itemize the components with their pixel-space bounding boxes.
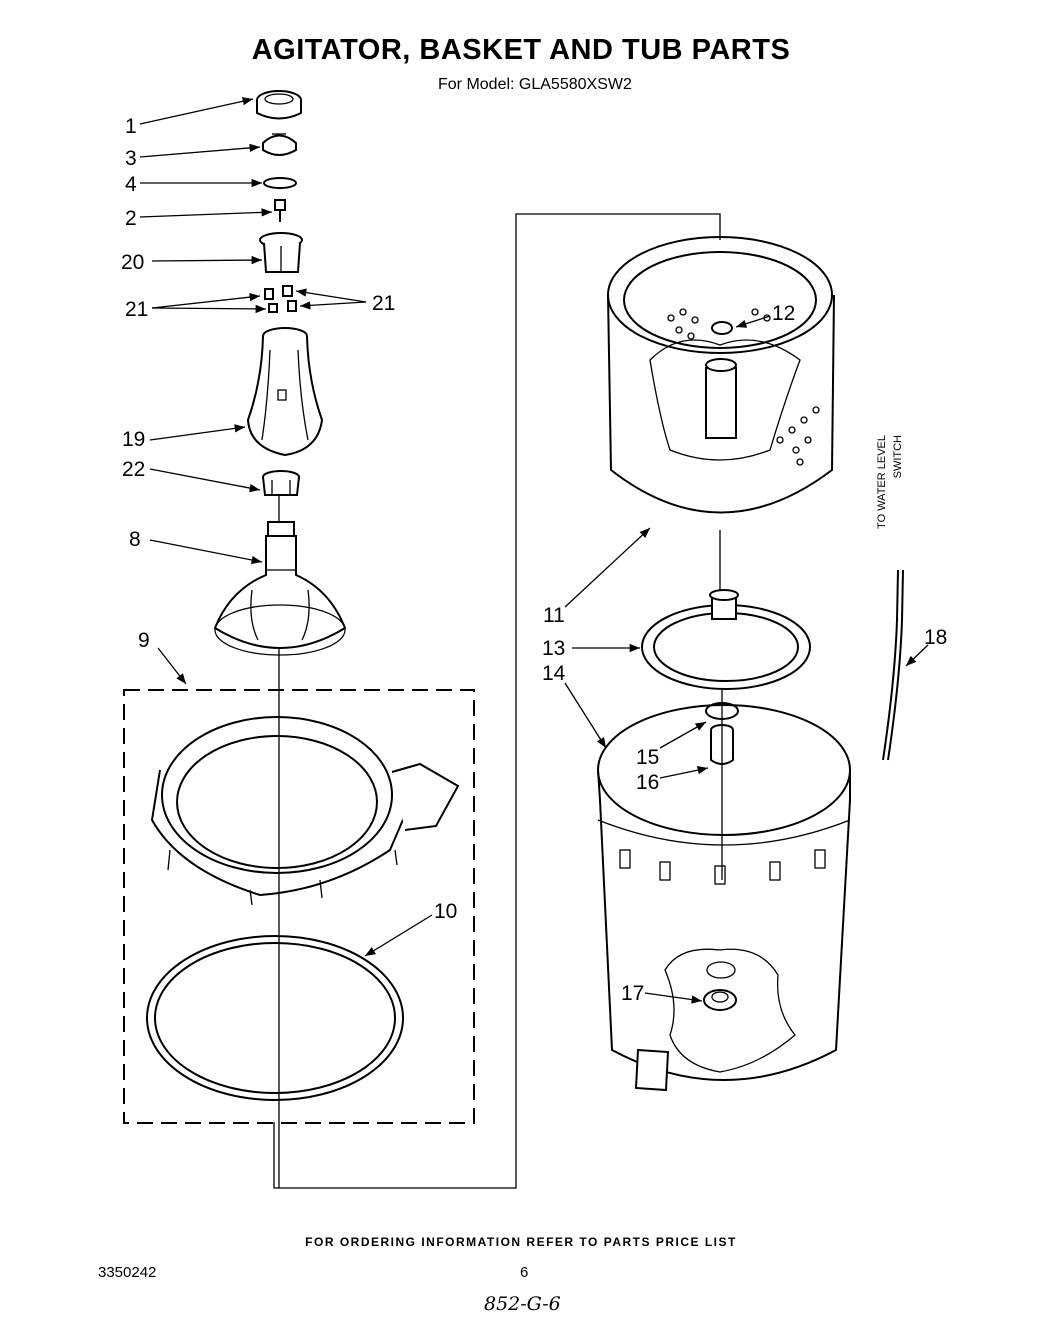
callout-18: 18 [924,626,947,649]
callout-14: 14 [542,662,566,685]
callout-leaders [139,97,929,1004]
callout-12: 12 [772,302,795,325]
part-1-agitator-cap [256,90,302,120]
part-14-outer-tub [597,704,851,1092]
part-18-hose [882,569,904,761]
callout-21-right: 21 [372,292,395,315]
part-4-seal-ring [263,177,297,189]
part-12-nut [711,321,733,335]
page-title: AGITATOR, BASKET AND TUB PARTS [251,34,791,66]
callout-13: 13 [542,637,565,660]
callout-9: 9 [138,629,150,652]
callout-2: 2 [125,207,137,230]
callout-15: 15 [636,746,659,769]
callout-17: 17 [621,982,644,1005]
callout-1: 1 [125,115,137,138]
part-9-box [123,689,475,1124]
callout-10: 10 [434,900,457,923]
part-22-drive-bell [262,470,300,496]
part-9-tub-ring [150,716,460,906]
handwritten-note: 852-G-6 [484,1293,561,1315]
assembly-connector-line [273,213,721,1189]
part-21-dogs [264,285,297,313]
callout-21-left: 21 [125,298,148,321]
part-2-bolt [274,199,286,222]
ordering-info-footer: FOR ORDERING INFORMATION REFER TO PARTS … [305,1235,737,1249]
callout-16: 16 [636,771,659,794]
part-3-cover [262,133,297,156]
callout-19: 19 [122,428,145,451]
part-19-agitator-extension [246,327,324,457]
callout-4: 4 [125,173,137,196]
model-line: For Model: GLA5580XSW2 [438,76,632,93]
callout-11: 11 [543,604,565,627]
document-number: 3350242 [98,1264,157,1281]
callout-20: 20 [121,251,144,274]
callout-8: 8 [129,528,141,551]
part-17-seal [703,989,737,1011]
part-13-hub [641,589,811,690]
part-20-cam [259,232,303,273]
part-10-gasket [146,935,404,1101]
callout-22: 22 [122,458,145,481]
page-number: 6 [520,1264,529,1281]
callout-3: 3 [125,147,137,170]
part-11-basket [607,236,835,514]
part-8-agitator-base [213,521,347,656]
